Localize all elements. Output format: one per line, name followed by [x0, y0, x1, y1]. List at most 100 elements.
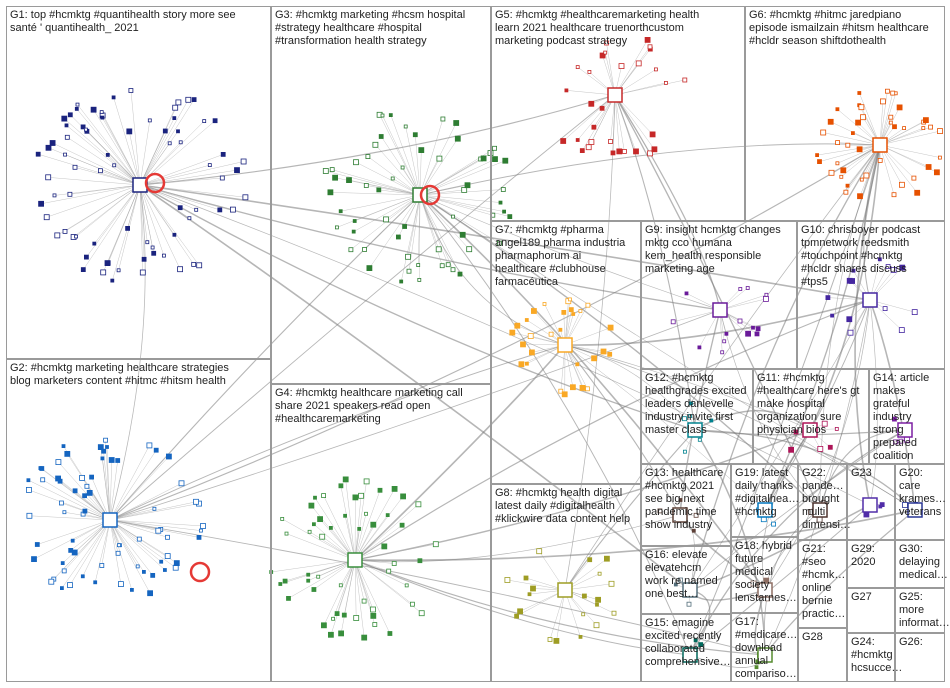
group-g5-panel[interactable]: G5: #hcmktg #healthcaremarketing health … — [491, 6, 745, 221]
network-edge — [109, 519, 133, 590]
group-g20-panel[interactable]: G20: care krames… veterans — [895, 464, 946, 540]
node-marker — [530, 585, 536, 592]
node-marker — [361, 598, 367, 604]
group-g24-panel[interactable]: G24: #hcmktg hcsucce… — [847, 633, 902, 682]
cross-group-edge — [564, 344, 766, 511]
node-marker — [151, 250, 157, 256]
node-marker — [611, 610, 617, 616]
network-edge — [139, 184, 181, 270]
network-edge — [139, 130, 166, 186]
network-edge — [109, 519, 162, 562]
node-marker — [178, 480, 185, 487]
network-edge — [109, 445, 150, 521]
node-marker — [26, 478, 31, 483]
node-marker — [62, 228, 68, 234]
group-g30-panel[interactable]: G30: delaying medical… — [895, 540, 948, 588]
group-g14-panel[interactable]: G14: article makes grateful industry str… — [869, 369, 945, 464]
node-marker — [591, 124, 597, 130]
group-g26-panel[interactable]: G26: — [895, 633, 945, 682]
group-g16-panel[interactable]: G16: elevate elevatehcm work re named on… — [641, 546, 731, 614]
node-marker — [61, 568, 67, 574]
node-marker — [578, 635, 583, 639]
node-marker — [581, 385, 586, 391]
node-marker — [560, 138, 567, 144]
node-marker — [74, 234, 78, 239]
group-g29-panel[interactable]: G29: 2020 — [847, 540, 895, 588]
node-marker — [49, 140, 56, 146]
network-edge — [354, 490, 381, 561]
group-g3-panel[interactable]: G3: #hcmktg marketing #hcsm hospital #st… — [271, 6, 491, 384]
node-marker — [322, 168, 329, 174]
node-marker — [75, 102, 80, 107]
group-g4-label: G4: #hcmktg healthcare marketing call sh… — [275, 387, 463, 425]
node-marker — [644, 37, 651, 43]
node-marker — [830, 313, 834, 318]
node-marker — [754, 331, 760, 337]
cross-group-edge — [139, 184, 691, 591]
group-g8-panel[interactable]: G8: #hcmktg health digital latest daily … — [491, 484, 641, 682]
node-marker — [363, 478, 370, 485]
group-g25-panel[interactable]: G25: more informat… — [895, 588, 950, 633]
node-marker — [313, 495, 317, 500]
node-marker — [155, 527, 162, 534]
network-edge — [354, 504, 419, 561]
hub-node — [862, 292, 878, 308]
group-g4-panel[interactable]: G4: #hcmktg healthcare marketing call sh… — [271, 384, 491, 682]
group-g23-panel[interactable]: G23 — [847, 464, 895, 540]
group-g11-panel[interactable]: G11: #hcmktg #healthcare here's gt make … — [753, 369, 869, 464]
group-g12-panel[interactable]: G12: #hcmktg healthgrades excited leader… — [641, 369, 753, 464]
self-loop-marker — [419, 184, 441, 206]
network-edge — [109, 450, 157, 521]
network-edge — [109, 519, 168, 538]
node-marker — [70, 538, 75, 543]
node-marker — [84, 483, 90, 489]
node-marker — [191, 97, 197, 102]
group-g1-panel[interactable]: G1: top #hcmktg #quantihealth story more… — [6, 6, 271, 359]
group-g13-panel[interactable]: G13: healthcare #hcmktg 2021 see big nex… — [641, 464, 731, 546]
node-marker — [827, 444, 833, 450]
group-g17-panel[interactable]: G17: #medicare… download annual comparis… — [731, 613, 798, 682]
node-marker — [754, 665, 759, 670]
group-g17-label: G17: #medicare… download annual comparis… — [735, 616, 798, 680]
group-g27-panel[interactable]: G27 — [847, 588, 895, 633]
network-edge — [673, 309, 721, 323]
group-g18-panel[interactable]: G18: hybrid future medical society lenst… — [731, 537, 798, 613]
network-edge — [58, 461, 111, 521]
node-marker — [141, 256, 147, 262]
group-g23-label: G23 — [851, 467, 872, 479]
group-g2-panel[interactable]: G2: #hcmktg marketing healthcare strateg… — [6, 359, 271, 682]
network-edge — [66, 125, 141, 186]
node-marker — [890, 90, 896, 96]
group-g10-panel[interactable]: G10: chrisboyer podcast tpmnetwork reeds… — [797, 221, 945, 369]
node-marker — [453, 120, 460, 126]
node-marker — [536, 548, 543, 555]
node-marker — [38, 466, 43, 471]
network-edge — [48, 177, 141, 186]
network-edge — [139, 120, 151, 186]
network-edge — [330, 192, 421, 196]
group-g28-panel[interactable]: G28 — [798, 628, 847, 682]
group-g22-panel[interactable]: G22: pande… brought multi dimensi… — [798, 464, 851, 540]
node-marker — [902, 126, 906, 130]
node-marker — [496, 240, 502, 246]
group-g6-panel[interactable]: G6: #hcmktg #hitmc jaredpiano episode is… — [745, 6, 945, 221]
network-edge — [549, 589, 566, 640]
node-marker — [173, 560, 180, 566]
group-g19-panel[interactable]: G19: latest daily thanks #digitalhea… #h… — [731, 464, 800, 537]
network-edge — [614, 79, 685, 96]
network-edge — [845, 144, 881, 193]
network-edge — [51, 519, 111, 582]
cross-group-edge — [564, 344, 811, 431]
network-edge — [282, 518, 356, 561]
group-g9-panel[interactable]: G9: insight hcmktg changes mktg cco huma… — [641, 221, 797, 369]
network-edge — [817, 144, 881, 156]
group-g21-panel[interactable]: G21: #seo #hcmk… online bernie practic… — [798, 540, 847, 628]
group-g7-panel[interactable]: G7: #hcmktg #pharma angel189 pharma indu… — [491, 221, 641, 484]
node-marker — [35, 151, 41, 157]
node-marker — [817, 159, 822, 165]
group-g15-panel[interactable]: G15: emagine excited recently collaborat… — [641, 614, 731, 682]
network-edge — [75, 184, 141, 237]
group-g19-label: G19: latest daily thanks #digitalhea… #h… — [735, 467, 800, 518]
node-marker — [877, 257, 882, 262]
network-edge — [419, 118, 444, 196]
